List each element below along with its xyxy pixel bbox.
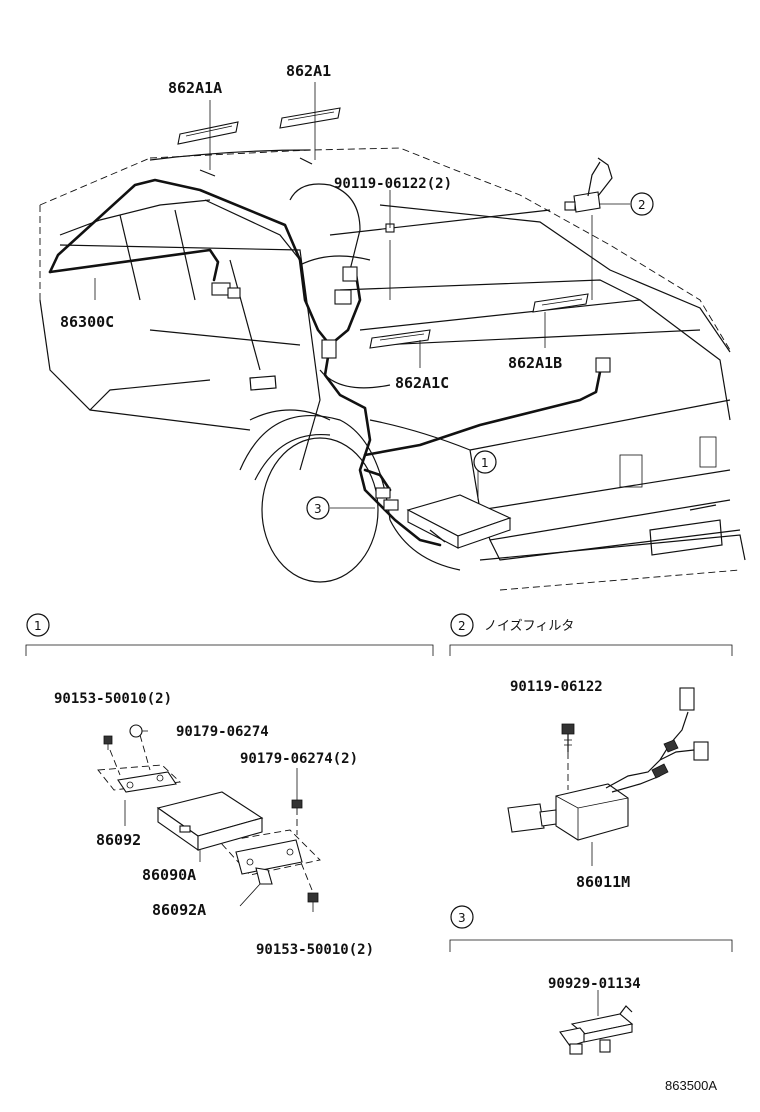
- callout-3-upper: 3: [306, 496, 330, 520]
- label-90119-06122-top: 90119-06122(2): [334, 176, 452, 192]
- nut-90179-a: [129, 724, 148, 738]
- label-862a1b: 862A1B: [508, 354, 562, 372]
- amplifier-86090a: [156, 791, 264, 852]
- label-90179-06274-a: 90179-06274: [176, 724, 269, 740]
- leader-lines-upper: [94, 82, 630, 509]
- label-90179-06274-b: 90179-06274(2): [240, 751, 358, 767]
- label-86011m: 86011M: [576, 873, 630, 891]
- antenna-amplifier-in-car: [406, 494, 512, 549]
- label-86092a: 86092A: [152, 901, 206, 919]
- svg-text:1: 1: [481, 456, 489, 470]
- svg-text:2: 2: [638, 198, 646, 212]
- section-3-number: 3: [458, 911, 466, 925]
- label-90153-50010-a: 90153-50010(2): [54, 691, 172, 707]
- label-90119-06122-detail: 90119-06122: [510, 679, 603, 695]
- label-90929-01134: 90929-01134: [548, 976, 641, 992]
- clamp-90929-01134: [559, 1005, 634, 1055]
- connector-862a1b: [595, 357, 611, 373]
- svg-text:3: 3: [314, 502, 322, 516]
- detail-section-2: 2 ノイズフィルタ 90119-06122 86011M: [449, 613, 733, 891]
- detail-section-3: 3 90929-01134: [449, 905, 733, 1055]
- bolt-90153-b: [307, 892, 319, 912]
- section-2-title: ノイズフィルタ: [484, 618, 574, 634]
- bolt-90119-06122: [561, 723, 575, 790]
- antenna-element-862a1c: [369, 329, 431, 349]
- bracket-86092a: [235, 839, 303, 885]
- label-90153-50010-b: 90153-50010(2): [256, 942, 374, 958]
- noise-filter-small: [564, 157, 613, 213]
- harness-connectors: [211, 223, 611, 511]
- antenna-element-862a1: [279, 107, 341, 129]
- callout-2-upper: 2: [630, 192, 654, 216]
- antenna-cord-86300c: [48, 178, 602, 547]
- antenna-element-862a1b-rear: [532, 293, 589, 313]
- section-2-number: 2: [458, 619, 466, 633]
- car-body-outline: [39, 147, 746, 591]
- label-862a1: 862A1: [286, 62, 331, 80]
- bolt-90153-a: [103, 735, 113, 750]
- nut-90179-b: [291, 768, 303, 809]
- detail-section-1: 1: [25, 613, 434, 958]
- callout-1-upper: 1: [473, 450, 497, 474]
- label-86300c: 86300C: [60, 313, 114, 331]
- label-86092: 86092: [96, 831, 141, 849]
- bracket-86092: [117, 771, 177, 793]
- antenna-element-862a1a: [177, 121, 239, 145]
- label-86090a: 86090A: [142, 866, 196, 884]
- section-1-number: 1: [34, 619, 42, 633]
- figure-code: 863500A: [665, 1078, 717, 1093]
- noise-filter-86011m: [507, 687, 709, 841]
- label-862a1c: 862A1C: [395, 374, 449, 392]
- label-862a1a: 862A1A: [168, 79, 222, 97]
